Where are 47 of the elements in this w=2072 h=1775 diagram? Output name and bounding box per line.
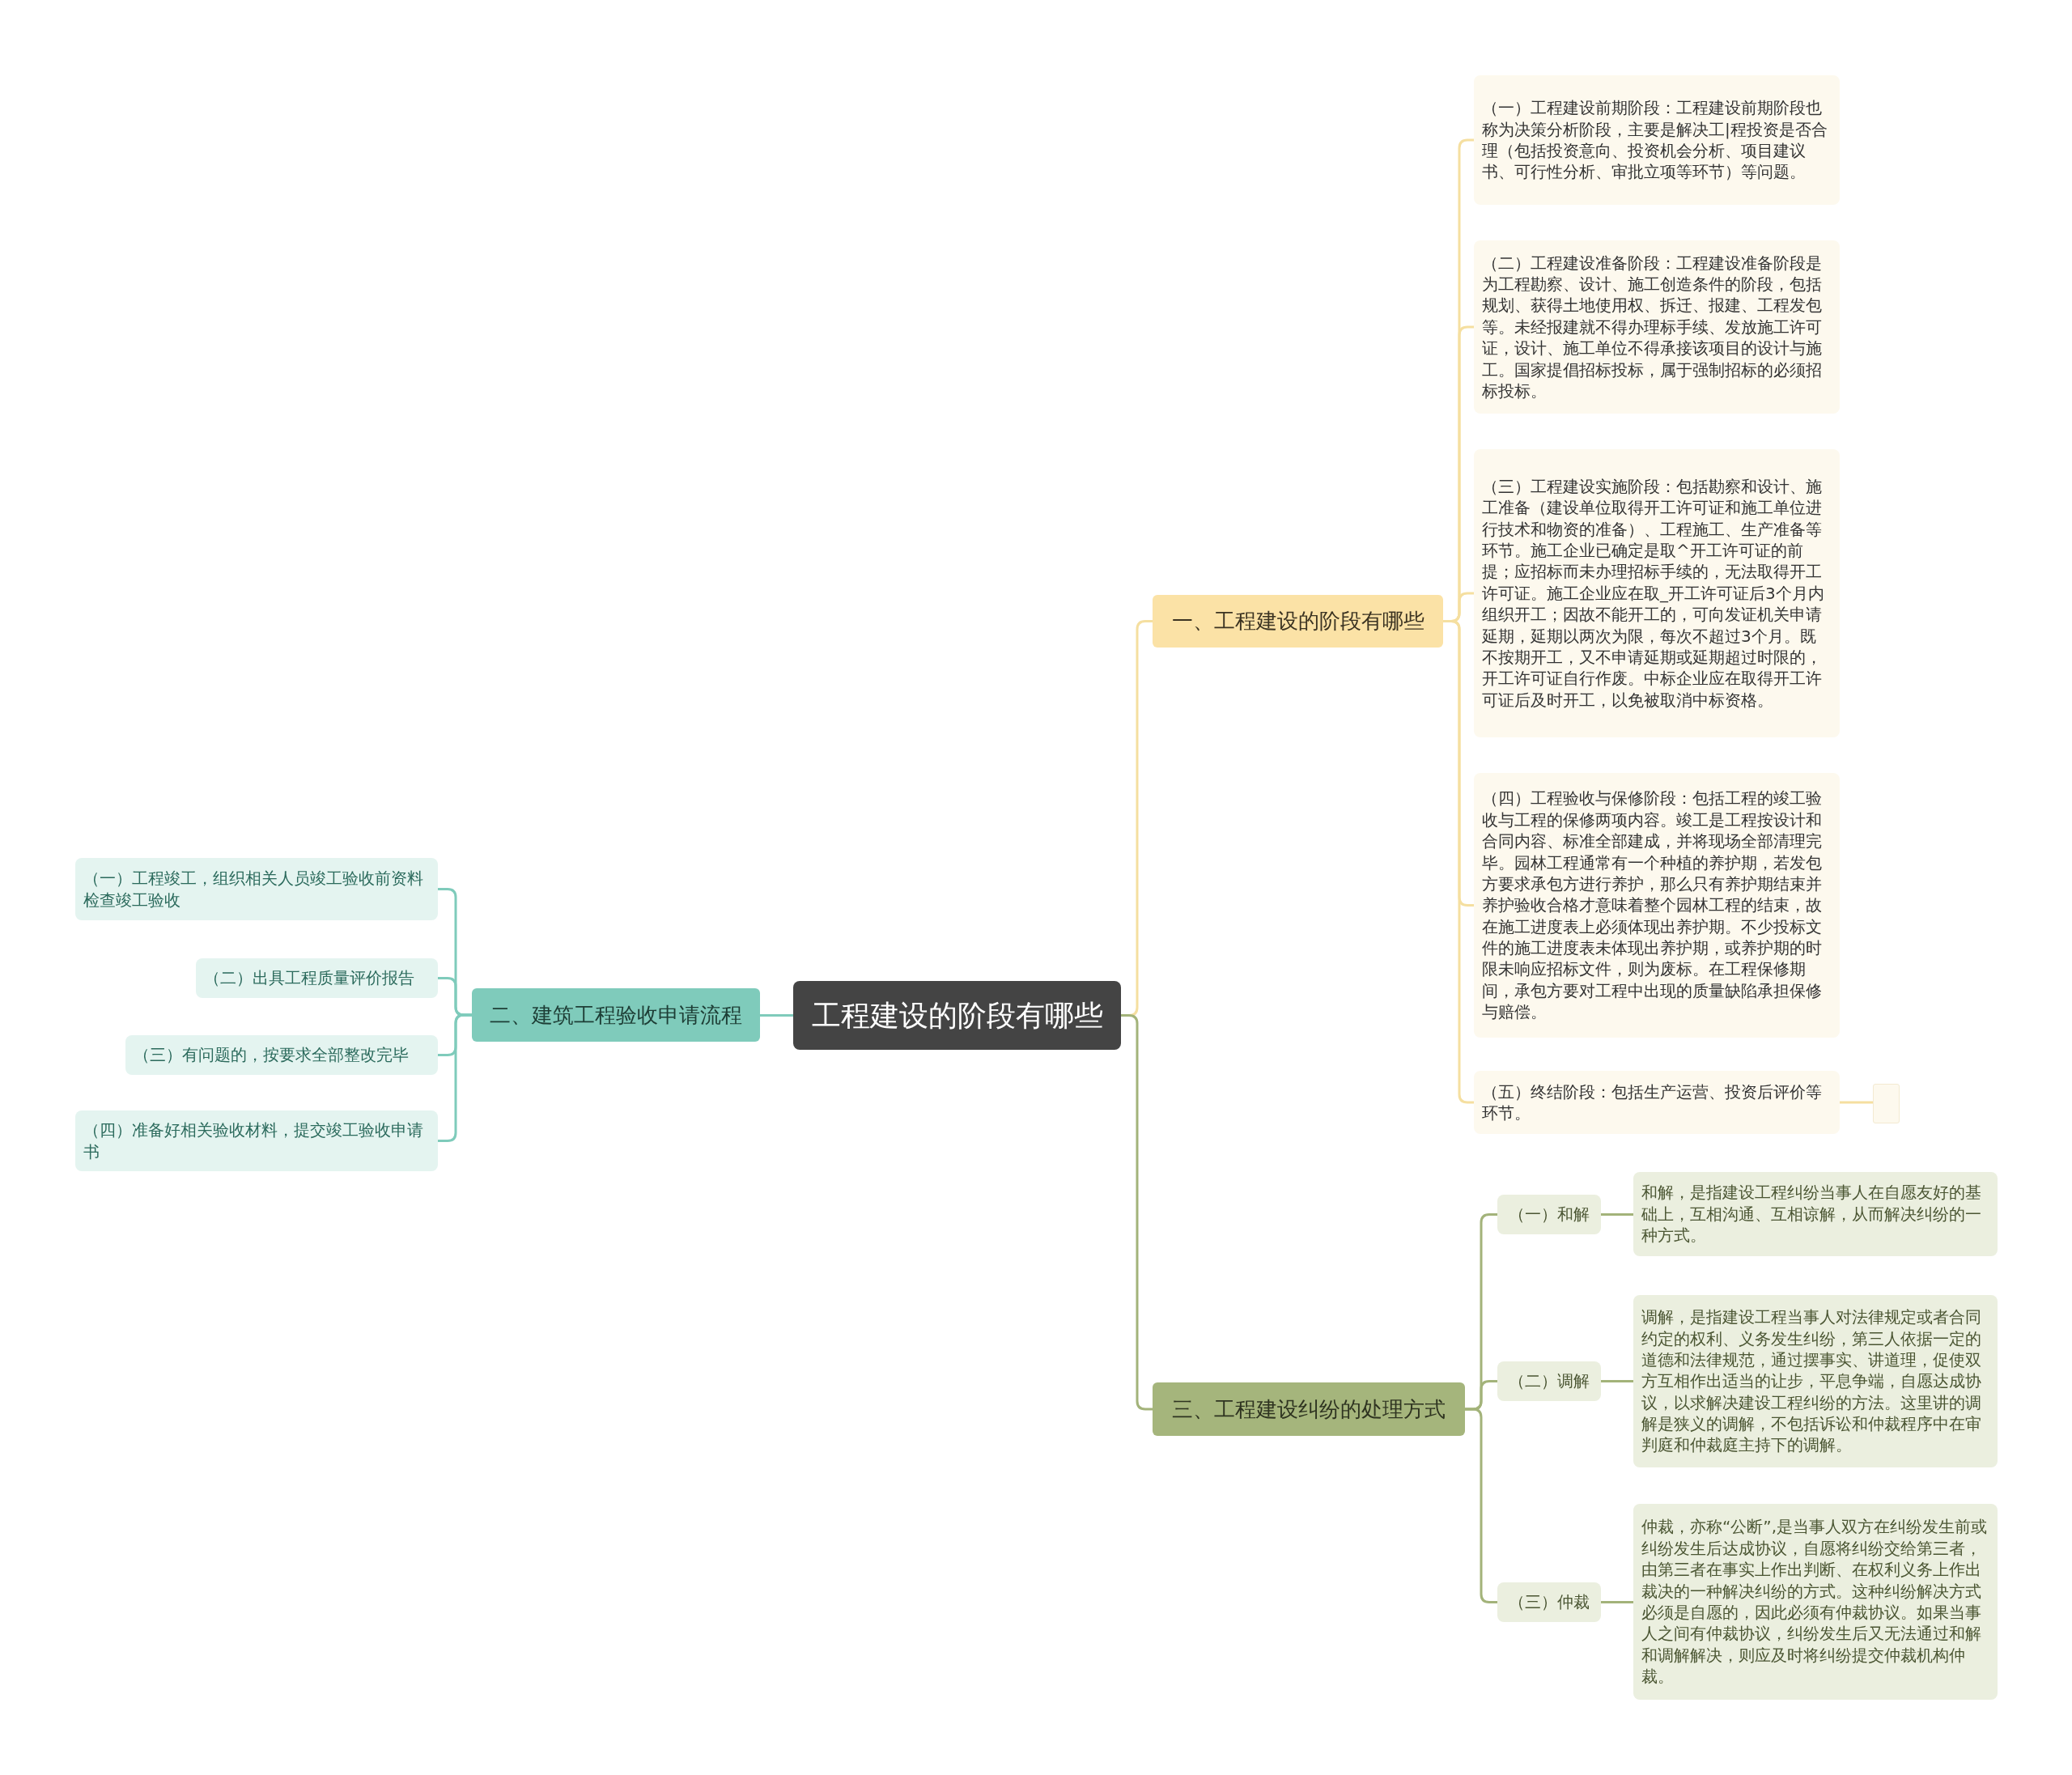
detail-text: （二）工程建设准备阶段：工程建设准备阶段是为工程勘察、设计、施工创造条件的阶段，包括规划、获得土地使用权、拆迁、报建、工程发包等。未经报建就不得办理标手续、发放施工许可证，设计、施工单位不得承接该项目的设计与施工。国家提倡招标投标，属于强制招标的必须招标投标。 [1482, 252, 1823, 402]
detail-box [1474, 1071, 1840, 1134]
connector-line [1601, 1380, 1633, 1382]
step-box [75, 858, 438, 920]
branch-box [472, 988, 760, 1042]
step-box [125, 1035, 438, 1075]
step-box [196, 958, 438, 998]
detail-text: 调解，是指建设工程当事人对法律规定或者合同约定的权利、义务发生纠纷，第三人依据一定的道德和法律规范，通过摆事实、讲道理，促使双方互相作出适当的让步，平息争端，自愿达成协议，以求解决建设工程纠纷的方法。这里讲的调解是狭义的调解，不包括诉讼和仲裁程序中在审判庭和仲裁庭主持下的调解。 [1641, 1306, 1982, 1456]
detail-text: （一）工程建设前期阶段：工程建设前期阶段也称为决策分析阶段，主要是解决工|程投资是否合理（包括投资意向、投资机会分析、项目建议书、可行性分析、审批立项等环节）等问题。 [1482, 97, 1828, 183]
connector-line [438, 1013, 472, 1142]
step-box [75, 1110, 438, 1171]
subtopic-text: （二）调解 [1508, 1370, 1590, 1392]
detail-box [1633, 1172, 1998, 1256]
detail-text: （四）工程验收与保修阶段：包括工程的竣工验收与工程的保修两项内容。竣工是工程按设计和合同内容、标准全部建成，并将现场全部清理完毕。园林工程通常有一个种植的养护期，若发包方要求承包方进行养护，那么只有养护期结束并养护验收合格才意味着整个园林工程的结束，故在施工进度表上必须体现出养护期。不少投标文件的施工进度表未体现出养护期，或养护期的时限未响应招标文件，则为废标。在工程保修期间，承包方要对工程中出现的质量缺陷承担保修与赔偿。 [1482, 788, 1823, 1023]
central-topic-box [793, 981, 1121, 1050]
detail-text: （三）工程建设实施阶段：包括勘察和设计、施工准备（建设单位取得开工许可证和施工单位进行技术和物资的准备）、工程施工、生产准备等环节。施工企业已确定是取^开工许可证的前提；应招标而未办理招标手续的，无法取得开工许可证。施工企业应在取_开工许可证后3个月内组织开工；因故不能开工的，可向发证机关申请延期，延期以两次为限，每次不超过3个月。既不按期开工，又不申请延期或延期超过时限的，开工许可证自行作废。中标企业应在取得开工许可证后及时开工，以免被取消中标资格。 [1482, 475, 1825, 711]
connector-line [1601, 1213, 1633, 1216]
subtopic-text: （一）和解 [1508, 1204, 1590, 1225]
detail-box [1474, 240, 1840, 414]
connector-line [760, 1014, 793, 1017]
subtopic-box [1497, 1582, 1601, 1622]
step-text: （二）出具工程质量评价报告 [204, 967, 415, 989]
branch-text: 二、建筑工程验收申请流程 [489, 1001, 743, 1029]
connector-line [1840, 1101, 1873, 1104]
connector-line [1601, 1601, 1633, 1603]
detail-box [1633, 1504, 1998, 1700]
connector-line [1121, 1014, 1153, 1411]
step-text: （一）工程竣工，组织相关人员竣工验收前资料检查竣工验收 [83, 868, 424, 911]
detail-text: （五）终结阶段：包括生产运营、投资后评价等环节。 [1482, 1081, 1823, 1124]
detail-text: 和解，是指建设工程纠纷当事人在自愿友好的基础上，互相沟通、互相谅解，从而解决纠纷的一种方式。 [1641, 1182, 1982, 1246]
branch-text: 一、工程建设的阶段有哪些 [1170, 608, 1425, 635]
step-text: （三）有问题的，按要求全部整改完毕 [134, 1044, 410, 1066]
detail-box [1474, 75, 1840, 205]
branch-box [1153, 1382, 1465, 1436]
branch-text: 三、工程建设纠纷的处理方式 [1171, 1395, 1446, 1423]
detail-box [1474, 773, 1840, 1038]
subtopic-box [1497, 1195, 1601, 1234]
subtopic-text: （三）仲裁 [1508, 1591, 1590, 1613]
central-topic-text: 工程建设的阶段有哪些 [810, 997, 1104, 1034]
box-shape [1873, 1084, 1900, 1123]
subtopic-box [1497, 1361, 1601, 1401]
detail-box [1474, 449, 1840, 737]
detail-box [1633, 1295, 1998, 1467]
connector-line [1465, 1408, 1497, 1603]
detail-text: 仲裁，亦称“公断”,是当事人双方在纠纷发生前或纠纷发生后达成协议，自愿将纠纷交给第三者，由第三者在事实上作出判断、在权利义务上作出裁决的一种解决纠纷的方式。这种纠纷解决方式必须是自愿的，因此必须有仲裁协议。如果当事人之间有仲裁协议，纠纷发生后又无法通过和解和调解解决，则应及时将纠纷提交仲裁机构仲裁。 [1641, 1516, 1989, 1688]
step-text: （四）准备好相关验收材料，提交竣工验收申请书 [83, 1119, 424, 1162]
branch-box [1153, 595, 1443, 648]
